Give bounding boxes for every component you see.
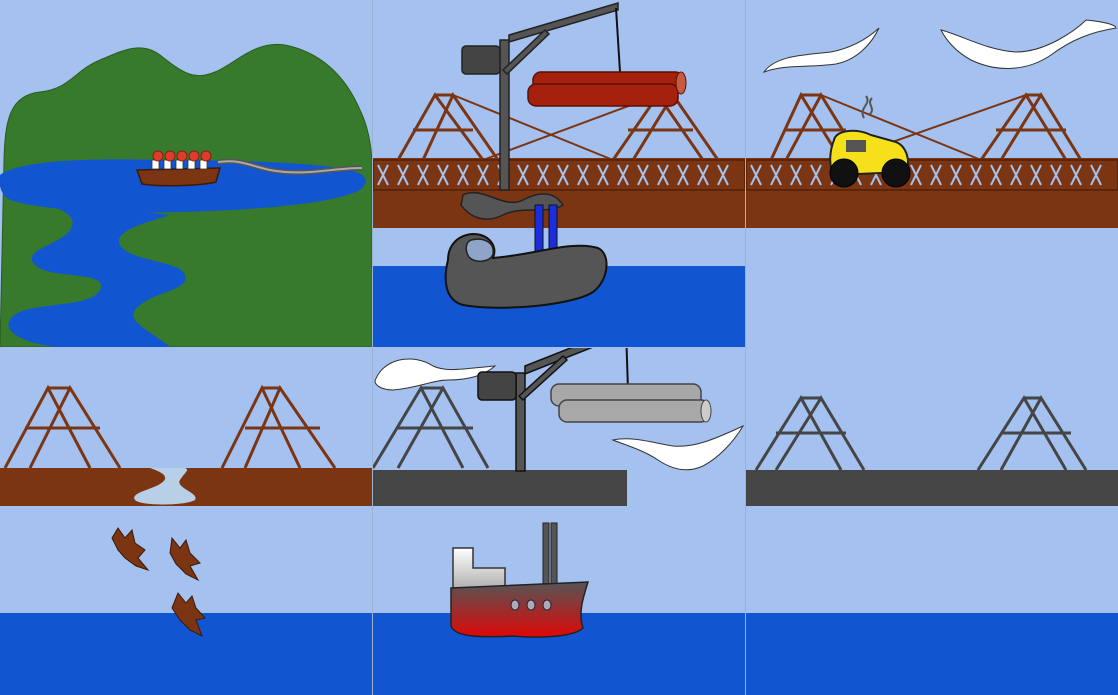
ship-scene: [373, 508, 745, 695]
water-band: [746, 613, 1118, 695]
tile-grey-bridge[interactable]: [746, 348, 1118, 508]
bridge-car-scene: [746, 0, 1118, 347]
seagull: [762, 19, 1117, 74]
tile-lake-with-boat[interactable]: [0, 0, 372, 347]
yellow-car: [829, 95, 911, 188]
bridge-deck: [373, 470, 627, 506]
red-ship: [450, 522, 590, 638]
grey-crane-scene: [373, 348, 745, 508]
grey-logs: [550, 383, 712, 423]
water-scene: [746, 508, 1118, 695]
red-logs: [527, 71, 687, 107]
grid-line-v2: [745, 0, 746, 695]
tile-red-ship[interactable]: [373, 508, 745, 695]
crane: [477, 348, 629, 472]
bridge-crane-scene: [373, 0, 745, 347]
rowboat: [135, 150, 222, 187]
bridge-deck: [746, 158, 1118, 228]
wood-debris: [111, 527, 206, 638]
bridge-truss: [373, 384, 490, 469]
bridge-truss: [3, 384, 337, 469]
broken-bridge-scene: [0, 348, 372, 508]
tile-brown-bridge-car-gulls[interactable]: [746, 0, 1118, 347]
river: [8, 200, 186, 347]
bridge-truss: [769, 91, 1083, 161]
tile-broken-brown-bridge[interactable]: [0, 348, 372, 508]
tile-brown-bridge-crane-steamer[interactable]: [373, 0, 745, 347]
crane: [461, 1, 621, 191]
bridge-deck: [746, 470, 1118, 506]
bridge-gap: [134, 468, 196, 505]
tile-empty-water[interactable]: [746, 508, 1118, 695]
bridge-deck: [373, 158, 745, 228]
steamboat: [444, 192, 608, 309]
lake-scene: [0, 0, 372, 347]
bridge-truss: [754, 395, 1088, 471]
debris-scene: [0, 508, 372, 695]
grey-bridge-scene: [746, 348, 1118, 508]
tile-debris-in-water[interactable]: [0, 508, 372, 695]
tile-grey-bridge-crane-gulls[interactable]: [373, 348, 745, 508]
grid-line-v1: [372, 0, 373, 695]
